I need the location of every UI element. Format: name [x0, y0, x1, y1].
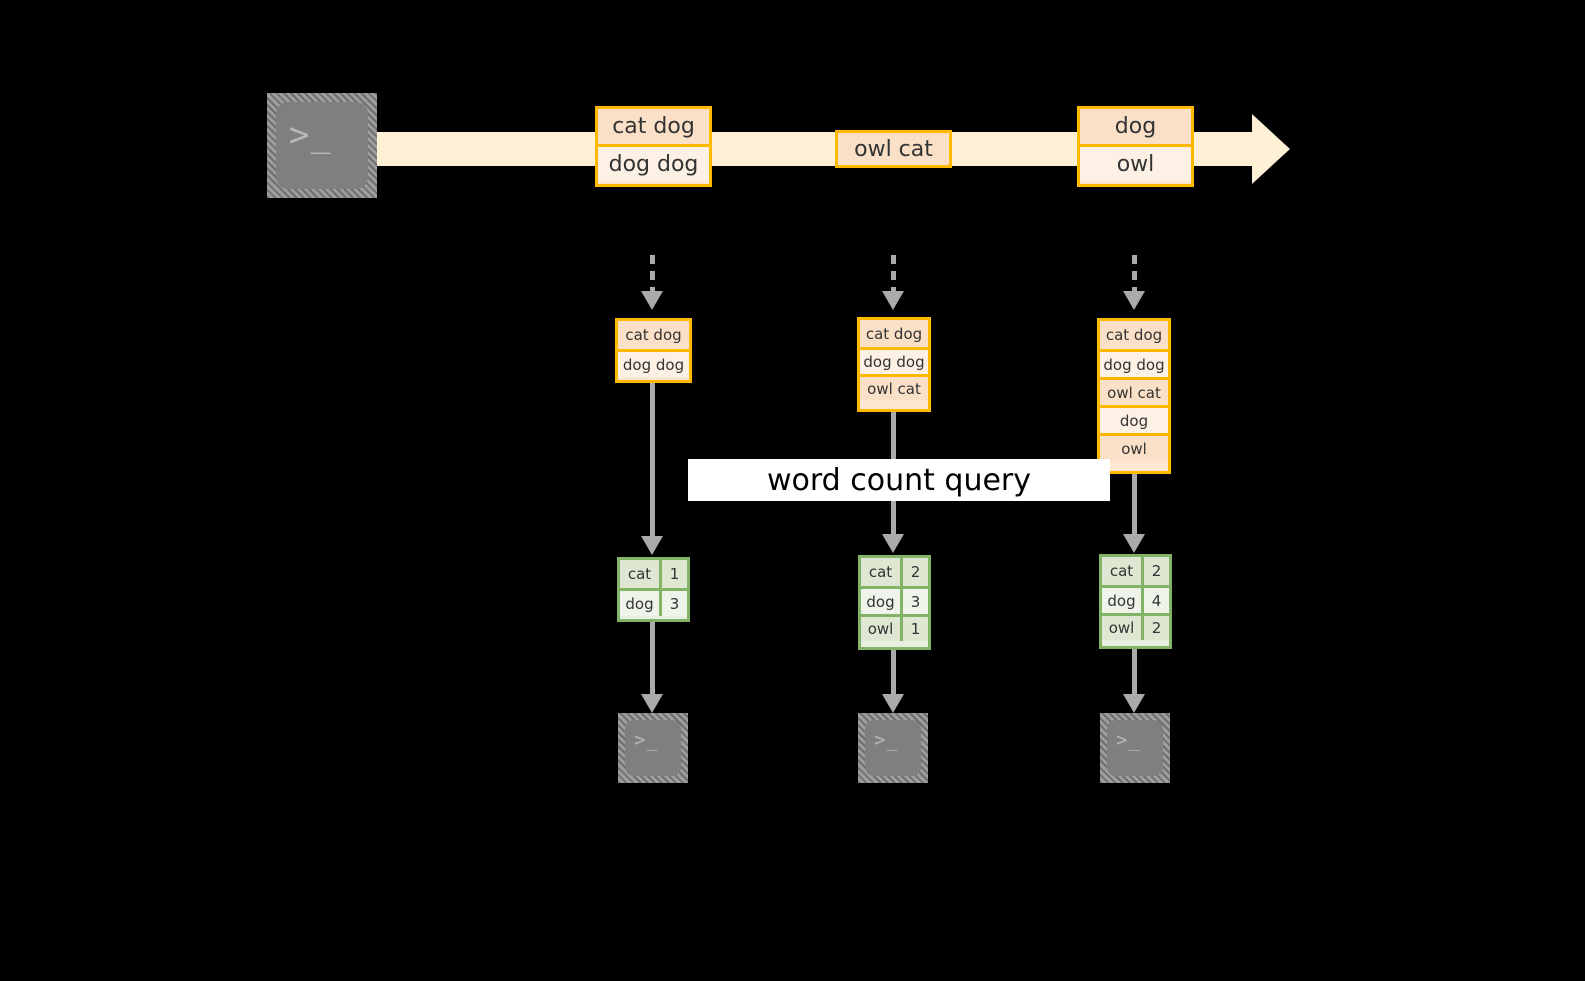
result-table-column-1[interactable]: cat 1 dog 3	[617, 557, 690, 622]
table-row: owl 1	[861, 614, 928, 641]
stream-record-group-2[interactable]: owl cat	[835, 130, 952, 168]
consumer-terminal-icon-2[interactable]: >_	[858, 713, 928, 783]
consumer-terminal-icon-3[interactable]: >_	[1100, 713, 1170, 783]
state-row: dog dog	[1100, 349, 1168, 377]
stream-record-row: cat dog	[598, 109, 709, 144]
terminal-prompt-glyph: >_	[633, 729, 659, 752]
stream-record-group-1[interactable]: cat dog dog dog	[595, 106, 712, 187]
table-row: cat 2	[861, 558, 928, 586]
table-cell-count: 1	[662, 560, 687, 588]
stream-record-row: owl cat	[838, 133, 949, 165]
state-row: cat dog	[618, 321, 689, 349]
table-cell-word: dog	[1102, 588, 1144, 613]
table-cell-count: 2	[903, 558, 928, 586]
table-row: cat 1	[620, 560, 687, 588]
table-cell-word: cat	[1102, 557, 1144, 585]
state-box-column-1[interactable]: cat dog dog dog	[615, 318, 692, 383]
state-row: cat dog	[860, 320, 928, 347]
stream-to-state-connector-1	[650, 255, 655, 293]
state-row: owl cat	[860, 374, 928, 400]
result-to-consumer-arrowhead-1	[641, 694, 663, 713]
state-row: dog	[1100, 405, 1168, 433]
result-table-column-3[interactable]: cat 2 dog 4 owl 2	[1099, 554, 1172, 649]
stream-record-row: dog dog	[598, 144, 709, 181]
table-cell-word: owl	[861, 617, 903, 641]
terminal-prompt-glyph: >_	[1115, 729, 1141, 752]
table-cell-word: dog	[861, 589, 903, 614]
stream-record-row: dog	[1080, 109, 1191, 144]
state-to-result-arrowhead-2	[882, 534, 904, 553]
state-to-result-connector-1	[650, 383, 655, 538]
terminal-prompt-glyph: >_	[288, 114, 332, 155]
stream-to-state-arrowhead-2	[882, 291, 904, 310]
state-row: dog dog	[618, 349, 689, 377]
result-to-consumer-connector-3	[1132, 649, 1137, 696]
result-to-consumer-connector-1	[650, 622, 655, 696]
table-row: owl 2	[1102, 613, 1169, 640]
table-cell-word: cat	[861, 558, 903, 586]
stream-to-state-arrowhead-1	[641, 291, 663, 310]
terminal-prompt-glyph: >_	[873, 729, 899, 752]
state-to-result-arrowhead-3	[1123, 534, 1145, 553]
query-label: word count query	[688, 459, 1110, 501]
producer-terminal-icon[interactable]: >_	[267, 93, 377, 198]
table-cell-count: 4	[1144, 588, 1169, 613]
stream-to-state-connector-2	[891, 255, 896, 293]
consumer-terminal-icon-1[interactable]: >_	[618, 713, 688, 783]
terminal-screen: >_	[865, 720, 921, 776]
result-table-column-2[interactable]: cat 2 dog 3 owl 1	[858, 555, 931, 650]
state-to-result-connector-3	[1132, 474, 1137, 536]
result-to-consumer-arrowhead-2	[882, 694, 904, 713]
stream-to-state-connector-3	[1132, 255, 1137, 293]
state-row: dog dog	[860, 347, 928, 374]
stream-band-arrowhead	[1252, 114, 1290, 184]
result-to-consumer-connector-2	[891, 650, 896, 696]
state-row: owl cat	[1100, 377, 1168, 405]
terminal-screen: >_	[276, 102, 368, 189]
table-cell-word: owl	[1102, 616, 1144, 640]
terminal-screen: >_	[625, 720, 681, 776]
table-row: dog 3	[620, 588, 687, 616]
table-cell-count: 3	[662, 591, 687, 616]
table-cell-count: 2	[1144, 616, 1169, 640]
table-cell-count: 2	[1144, 557, 1169, 585]
table-cell-word: dog	[620, 591, 662, 616]
stream-record-group-3[interactable]: dog owl	[1077, 106, 1194, 187]
stream-record-row: owl	[1080, 144, 1191, 181]
state-to-result-arrowhead-1	[641, 536, 663, 555]
table-row: dog 3	[861, 586, 928, 614]
state-box-column-3[interactable]: cat dog dog dog owl cat dog owl	[1097, 318, 1171, 474]
table-cell-count: 1	[903, 617, 928, 641]
table-cell-word: cat	[620, 560, 662, 588]
table-row: dog 4	[1102, 585, 1169, 613]
state-row: owl	[1100, 433, 1168, 461]
table-row: cat 2	[1102, 557, 1169, 585]
state-box-column-2[interactable]: cat dog dog dog owl cat	[857, 317, 931, 412]
state-row: cat dog	[1100, 321, 1168, 349]
result-to-consumer-arrowhead-3	[1123, 694, 1145, 713]
terminal-screen: >_	[1107, 720, 1163, 776]
table-cell-count: 3	[903, 589, 928, 614]
stream-to-state-arrowhead-3	[1123, 291, 1145, 310]
